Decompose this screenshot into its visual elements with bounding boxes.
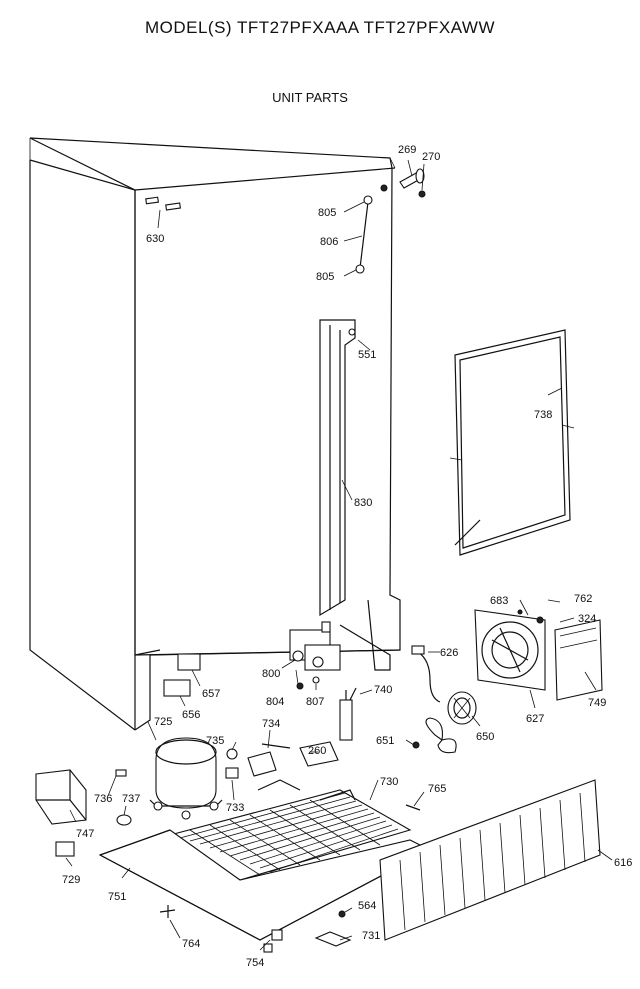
callout-324: 324 <box>578 613 596 625</box>
callout-650: 650 <box>476 731 494 743</box>
callout-616: 616 <box>614 857 632 869</box>
callout-747: 747 <box>76 828 94 840</box>
small-fasteners <box>159 804 421 953</box>
callout-764: 764 <box>182 938 200 950</box>
callout-754: 754 <box>246 957 264 969</box>
part-749-cover <box>554 619 603 701</box>
part-735-733 <box>225 748 239 779</box>
callout-805: 805 <box>316 271 334 283</box>
callout-626: 626 <box>440 647 458 659</box>
callout-731: 731 <box>362 930 380 942</box>
part-650-fan-motor <box>447 691 481 727</box>
callout-729: 729 <box>62 874 80 886</box>
callout-269: 269 <box>398 144 416 156</box>
callout-740: 740 <box>374 684 392 696</box>
callout-736: 736 <box>94 793 112 805</box>
part-762-tube <box>489 573 572 614</box>
part-740-thermostat <box>339 687 373 741</box>
callout-735: 735 <box>206 735 224 747</box>
part-730-condenser <box>168 779 412 881</box>
part-269-270 <box>380 159 426 198</box>
cabinet-bracket <box>339 599 391 671</box>
part-626-harness <box>411 645 441 703</box>
callout-807: 807 <box>306 696 324 708</box>
callout-765: 765 <box>428 783 446 795</box>
callout-751: 751 <box>108 891 126 903</box>
callout-730: 730 <box>380 776 398 788</box>
part-657-656-brackets <box>163 653 201 707</box>
diagram-subtitle: UNIT PARTS <box>272 90 348 105</box>
part-630 <box>145 196 181 229</box>
callout-651: 651 <box>376 735 394 747</box>
part-260-cover <box>299 741 339 767</box>
callout-762: 762 <box>574 593 592 605</box>
part-729 <box>55 841 75 857</box>
part-627-fan-shroud <box>474 609 546 709</box>
callout-656: 656 <box>182 709 200 721</box>
callout-725: 725 <box>154 716 172 728</box>
part-800-valve <box>281 621 341 690</box>
callout-564: 564 <box>358 900 376 912</box>
part-725-compressor <box>149 737 223 820</box>
part-738-heater-loop <box>449 329 575 556</box>
callout-805: 805 <box>318 207 336 219</box>
cabinet <box>29 137 401 731</box>
callout-737: 737 <box>122 793 140 805</box>
part-751-base-pan <box>98 829 432 941</box>
callout-800: 800 <box>262 668 280 680</box>
part-651-fan-blade <box>405 717 457 754</box>
callout-804: 804 <box>266 696 284 708</box>
callout-labels: 269 270 630 805 806 805 551 738 830 762 … <box>62 144 632 969</box>
callout-806: 806 <box>320 236 338 248</box>
callout-627: 627 <box>526 713 544 725</box>
part-616-grille <box>379 779 613 941</box>
callout-683: 683 <box>490 595 508 607</box>
diagram-title: MODEL(S) TFT27PFXAAA TFT27PFXAWW <box>144 18 496 37</box>
leader-lines <box>65 599 575 951</box>
callout-630: 630 <box>146 233 164 245</box>
callout-734: 734 <box>262 718 280 730</box>
part-806-tube <box>343 195 373 277</box>
callout-738: 738 <box>534 409 552 421</box>
callout-260: 260 <box>308 745 326 757</box>
part-747-bracket <box>35 769 87 825</box>
part-734-relay <box>247 729 291 777</box>
part-830-channel <box>319 319 371 617</box>
callout-749: 749 <box>588 697 606 709</box>
callout-270: 270 <box>422 151 440 163</box>
callout-551: 551 <box>358 349 376 361</box>
callout-830: 830 <box>354 497 372 509</box>
callout-733: 733 <box>226 802 244 814</box>
callout-657: 657 <box>202 688 220 700</box>
